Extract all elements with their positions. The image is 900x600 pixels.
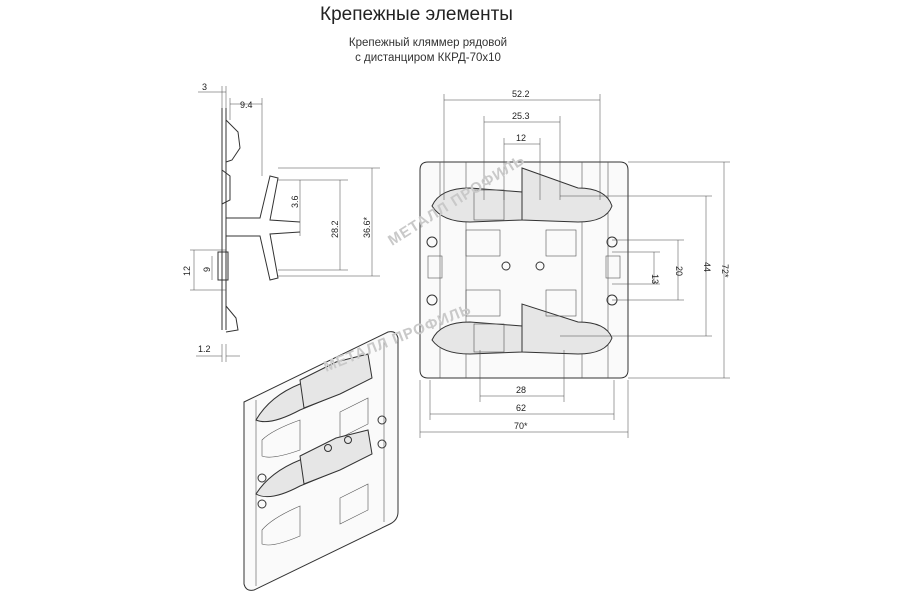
dim-70: 70* (514, 421, 528, 431)
dim-13: 13 (650, 274, 660, 284)
dim-12-front: 12 (516, 133, 526, 143)
side-top-clip (221, 169, 231, 205)
dim-9-4: 9.4 (240, 100, 253, 110)
side-lower-clip (217, 251, 229, 281)
dim-9: 9 (202, 267, 212, 272)
dim-20: 20 (674, 266, 684, 276)
dim-36-6: 36.6* (362, 216, 372, 238)
side-view: 3 9.4 3.6 28.2 36.6* 12 9 1.2 (182, 82, 380, 362)
dim-62: 62 (516, 403, 526, 413)
side-spacer-arm (226, 175, 301, 281)
dim-28: 28 (516, 385, 526, 395)
part-subtitle: Крепежный кляммер рядовой с дистанциром … (318, 36, 538, 66)
upper-clip-tabs (431, 167, 613, 257)
dim-25-3: 25.3 (512, 111, 530, 121)
dim-28-2: 28.2 (330, 220, 340, 238)
subtitle-line-2: с дистанциром ККРД-70х10 (355, 52, 501, 64)
side-bottom-tab (225, 305, 239, 333)
dim-3-6: 3.6 (290, 195, 300, 208)
lower-clip-tabs (431, 289, 613, 355)
side-top-tab (225, 119, 241, 163)
dim-44: 44 (702, 262, 712, 272)
dim-1-2: 1.2 (198, 344, 211, 354)
front-view: 52.2 25.3 12 28 62 70* 13 20 44 72* МЕТА… (385, 89, 730, 438)
dim-72: 72* (720, 264, 730, 278)
page-title: Крепежные элементы (320, 4, 513, 25)
dim-52-2: 52.2 (512, 89, 530, 99)
subtitle-line-1: Крепежный кляммер рядовой (348, 37, 508, 49)
side-plate (221, 108, 227, 330)
dim-12-side: 12 (182, 266, 192, 276)
dim-3: 3 (202, 82, 207, 92)
